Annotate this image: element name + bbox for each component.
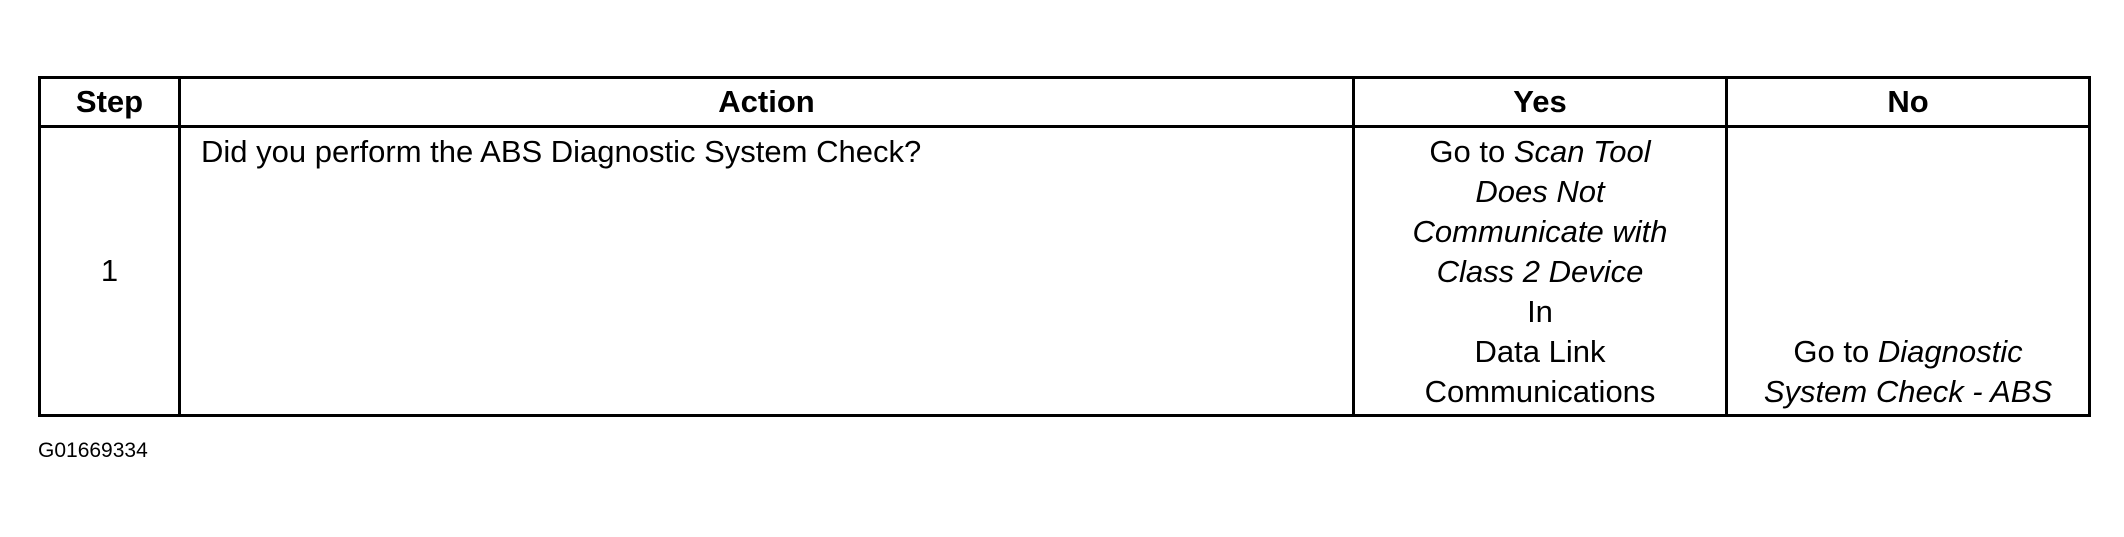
yes-in-word: In xyxy=(1527,294,1553,329)
table-header-row: Step Action Yes No xyxy=(38,76,2091,128)
header-step: Step xyxy=(38,76,181,128)
yes-section-line-1: Data Link xyxy=(1474,334,1606,369)
yes-link-line-2[interactable]: Does Not xyxy=(1475,174,1605,209)
yes-link-line-1[interactable]: Scan Tool xyxy=(1513,134,1651,169)
header-no: No xyxy=(1725,76,2091,128)
no-link-line-2[interactable]: System Check - ABS xyxy=(1763,374,2053,409)
yes-link-line-3[interactable]: Communicate with xyxy=(1412,214,1668,249)
yes-link-line-4[interactable]: Class 2 Device xyxy=(1436,254,1644,289)
no-link-line-1[interactable]: Diagnostic xyxy=(1877,334,2023,369)
diagnostic-table: Step Action Yes No 1 Did you perform the… xyxy=(38,76,2091,417)
yes-cell: Go to Scan Tool Does Not Communicate wit… xyxy=(1352,125,1728,417)
no-prefix: Go to xyxy=(1793,334,1870,369)
no-cell: Go to Diagnostic System Check - ABS xyxy=(1725,125,2091,417)
yes-goto-line: Go to Scan Tool xyxy=(1359,132,1721,172)
action-text: Did you perform the ABS Diagnostic Syste… xyxy=(178,125,1355,417)
figure-id: G01669334 xyxy=(38,439,148,462)
step-number: 1 xyxy=(38,125,181,417)
header-yes: Yes xyxy=(1352,76,1728,128)
yes-prefix: Go to xyxy=(1429,134,1506,169)
header-action: Action xyxy=(178,76,1355,128)
table-row: 1 Did you perform the ABS Diagnostic Sys… xyxy=(38,125,2091,417)
no-goto-line: Go to Diagnostic xyxy=(1732,332,2084,372)
yes-section-line-2: Communications xyxy=(1424,374,1656,409)
